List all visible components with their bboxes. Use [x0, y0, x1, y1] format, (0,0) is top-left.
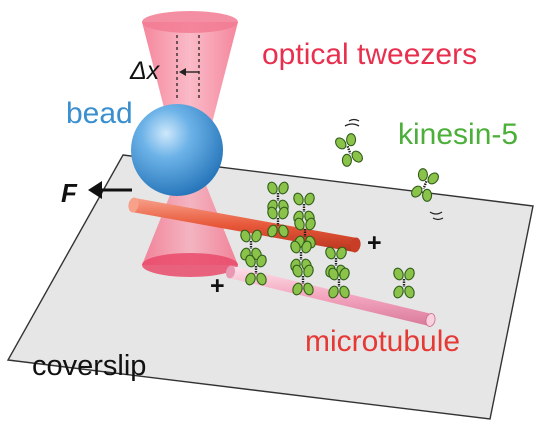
microtubule-label: microtubule — [305, 325, 460, 358]
delta-x-label: Δx — [129, 57, 161, 85]
laser-beam-upper-cone — [142, 22, 238, 170]
force-label: F — [61, 178, 78, 208]
kinesin-motor-icon — [411, 168, 439, 202]
kinesin-motor-icon — [335, 133, 363, 167]
laser-beam-top-ellipse — [142, 11, 238, 33]
kinesin-motor-icon — [328, 267, 350, 299]
kinesin-motor-icon — [245, 254, 267, 286]
kinesin-motors — [240, 133, 439, 299]
force-arrowhead — [88, 181, 102, 199]
kinesin-motor-icon — [240, 229, 262, 261]
motion-mark-1 — [344, 123, 360, 127]
plus-end-pink-label: + — [210, 272, 225, 300]
kinesin-motor-icon — [267, 206, 289, 238]
coverslip-label: coverslip — [32, 350, 146, 382]
bead-label: bead — [66, 97, 133, 130]
bead-sphere — [131, 104, 223, 196]
plus-end-red-label: + — [367, 229, 382, 257]
motion-mark-2 — [348, 118, 360, 122]
kinesin-motor-icon — [292, 264, 314, 296]
laser-beam-bottom-ellipse — [142, 253, 238, 277]
kinesin-motor-icon — [393, 267, 415, 299]
motion-mark-4 — [432, 217, 444, 221]
optical-tweezers-label: optical tweezers — [262, 38, 477, 71]
motion-mark-3 — [429, 211, 443, 215]
kinesin-label: kinesin-5 — [398, 118, 518, 151]
displacement-arrowhead — [179, 68, 186, 76]
